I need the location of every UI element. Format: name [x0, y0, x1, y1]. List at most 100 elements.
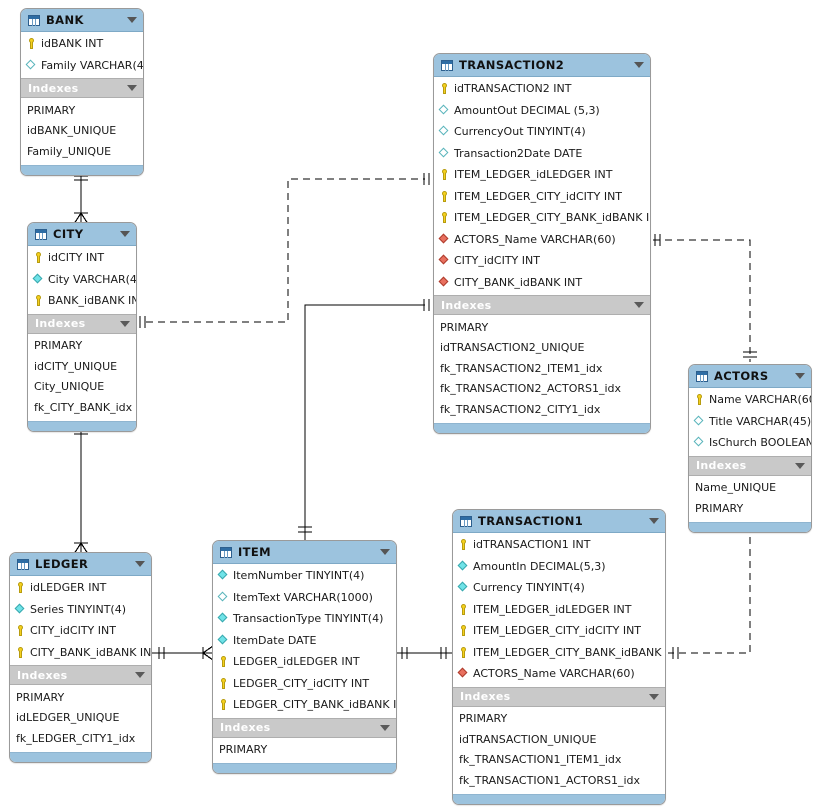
chevron-down-icon[interactable]	[135, 561, 145, 567]
chevron-down-icon[interactable]	[795, 462, 805, 469]
column-row[interactable]: ACTORS_Name VARCHAR(60)	[434, 229, 650, 251]
column-row[interactable]: TransactionType TINYINT(4)	[213, 608, 396, 630]
index-row[interactable]: idTRANSACTION_UNIQUE	[459, 732, 597, 746]
index-row[interactable]: PRIMARY	[27, 103, 76, 117]
indexes-header-transaction2[interactable]: Indexes	[434, 295, 650, 315]
table-header-bank[interactable]: BANK	[21, 9, 143, 32]
chevron-down-icon[interactable]	[127, 17, 137, 23]
column-row[interactable]: CurrencyOut TINYINT(4)	[434, 121, 650, 143]
column-row[interactable]: ITEM_LEDGER_CITY_BANK_idBANK INT	[434, 207, 650, 229]
column-row[interactable]: CITY_idCITY INT	[434, 250, 650, 272]
column-row[interactable]: Transaction2Date DATE	[434, 143, 650, 165]
index-row[interactable]: fk_TRANSACTION2_ACTORS1_idx	[440, 382, 622, 396]
column-row[interactable]: ItemDate DATE	[213, 630, 396, 652]
index-row[interactable]: PRIMARY	[695, 501, 744, 515]
chevron-down-icon[interactable]	[127, 85, 137, 91]
column-label: CITY_BANK_idBANK INT	[30, 645, 152, 659]
column-row[interactable]: ITEM_LEDGER_CITY_idCITY INT	[453, 620, 665, 642]
table-header-actors[interactable]: ACTORS	[689, 365, 811, 388]
table-header-ledger[interactable]: LEDGER	[10, 553, 151, 576]
chevron-down-icon[interactable]	[634, 62, 644, 68]
index-row[interactable]: fk_LEDGER_CITY1_idx	[16, 731, 136, 745]
column-row[interactable]: AmountOut DECIMAL (5,3)	[434, 100, 650, 122]
column-row[interactable]: LEDGER_idLEDGER INT	[213, 651, 396, 673]
column-row[interactable]: ITEM_LEDGER_idLEDGER INT	[453, 599, 665, 621]
index-row[interactable]: fk_TRANSACTION2_CITY1_idx	[440, 402, 601, 416]
index-row[interactable]: City_UNIQUE	[34, 380, 105, 394]
index-row[interactable]: fk_CITY_BANK_idx	[34, 400, 133, 414]
index-row[interactable]: idTRANSACTION2_UNIQUE	[440, 341, 585, 355]
column-row[interactable]: Currency TINYINT(4)	[453, 577, 665, 599]
table-header-item[interactable]: ITEM	[213, 541, 396, 564]
chevron-down-icon[interactable]	[120, 231, 130, 237]
column-label: TransactionType TINYINT(4)	[233, 612, 384, 626]
index-row[interactable]: fk_TRANSACTION1_ITEM1_idx	[459, 753, 622, 767]
column-row[interactable]: ITEM_LEDGER_CITY_idCITY INT	[434, 186, 650, 208]
chevron-down-icon[interactable]	[380, 549, 390, 555]
column-row[interactable]: idBANK INT	[21, 33, 143, 55]
index-row[interactable]: fk_TRANSACTION2_ITEM1_idx	[440, 361, 603, 375]
indexes-header-item[interactable]: Indexes	[213, 717, 396, 738]
table-icon	[220, 546, 232, 558]
column-row[interactable]: ItemNumber TINYINT(4)	[213, 565, 396, 587]
indexes-header-transaction1[interactable]: Indexes	[453, 686, 665, 707]
chevron-down-icon[interactable]	[135, 672, 145, 678]
column-row[interactable]: ITEM_LEDGER_CITY_BANK_idBANK INT	[453, 642, 665, 664]
chevron-down-icon[interactable]	[634, 302, 644, 308]
column-row[interactable]: idCITY INT	[28, 247, 136, 269]
table-header-transaction2[interactable]: TRANSACTION2	[434, 54, 650, 77]
column-row[interactable]: Family VARCHAR(45)	[21, 55, 143, 77]
column-row[interactable]: ItemText VARCHAR(1000)	[213, 587, 396, 609]
column-row[interactable]: CITY_idCITY INT	[10, 620, 151, 642]
column-row[interactable]: AmountIn DECIMAL(5,3)	[453, 556, 665, 578]
index-row[interactable]: PRIMARY	[219, 743, 268, 757]
column-row[interactable]: Name VARCHAR(60)	[689, 389, 811, 411]
index-row[interactable]: idLEDGER_UNIQUE	[16, 711, 120, 725]
chevron-down-icon[interactable]	[649, 693, 659, 700]
index-row[interactable]: fk_TRANSACTION1_ACTORS1_idx	[459, 773, 641, 787]
column-label: City VARCHAR(45)	[48, 272, 137, 286]
column-row[interactable]: City VARCHAR(45)	[28, 269, 136, 291]
indexes-header-ledger[interactable]: Indexes	[10, 665, 151, 685]
column-row[interactable]: Title VARCHAR(45)	[689, 411, 811, 433]
index-row[interactable]: Name_UNIQUE	[695, 481, 777, 495]
column-row[interactable]: ITEM_LEDGER_idLEDGER INT	[434, 164, 650, 186]
column-label: LEDGER_CITY_idCITY INT	[233, 676, 370, 690]
column-row[interactable]: CITY_BANK_idBANK INT	[10, 642, 151, 664]
table-header-transaction1[interactable]: TRANSACTION1	[453, 510, 665, 533]
index-row[interactable]: PRIMARY	[440, 320, 489, 334]
index-row[interactable]: PRIMARY	[459, 712, 508, 726]
column-row[interactable]: idTRANSACTION2 INT	[434, 78, 650, 100]
chevron-down-icon[interactable]	[120, 320, 130, 327]
table-header-city[interactable]: CITY	[28, 223, 136, 246]
column-row[interactable]: idLEDGER INT	[10, 577, 151, 599]
column-row[interactable]: BANK_idBANK INT	[28, 290, 136, 312]
chevron-down-icon[interactable]	[795, 373, 805, 379]
column-row[interactable]: LEDGER_CITY_idCITY INT	[213, 673, 396, 695]
indexes-header-bank[interactable]: Indexes	[21, 78, 143, 98]
column-row[interactable]: CITY_BANK_idBANK INT	[434, 272, 650, 294]
column-row[interactable]: LEDGER_CITY_BANK_idBANK INT	[213, 694, 396, 716]
chevron-down-icon[interactable]	[649, 518, 659, 524]
index-row[interactable]: PRIMARY	[34, 339, 83, 353]
column-row[interactable]: IsChurch BOOLEAN	[689, 432, 811, 454]
column-row[interactable]: idTRANSACTION1 INT	[453, 534, 665, 556]
column-label: ITEM_LEDGER_CITY_idCITY INT	[454, 189, 623, 203]
indexes-header-actors[interactable]: Indexes	[689, 455, 811, 476]
column-row[interactable]: ACTORS_Name VARCHAR(60)	[453, 663, 665, 685]
index-row[interactable]: idBANK_UNIQUE	[27, 124, 117, 138]
index-row[interactable]: Family_UNIQUE	[27, 144, 112, 158]
column-row[interactable]: Series TINYINT(4)	[10, 599, 151, 621]
index-row[interactable]: idCITY_UNIQUE	[34, 359, 118, 373]
chevron-down-icon[interactable]	[380, 724, 390, 731]
indexes-header-city[interactable]: Indexes	[28, 313, 136, 334]
index-row[interactable]: PRIMARY	[16, 690, 65, 704]
